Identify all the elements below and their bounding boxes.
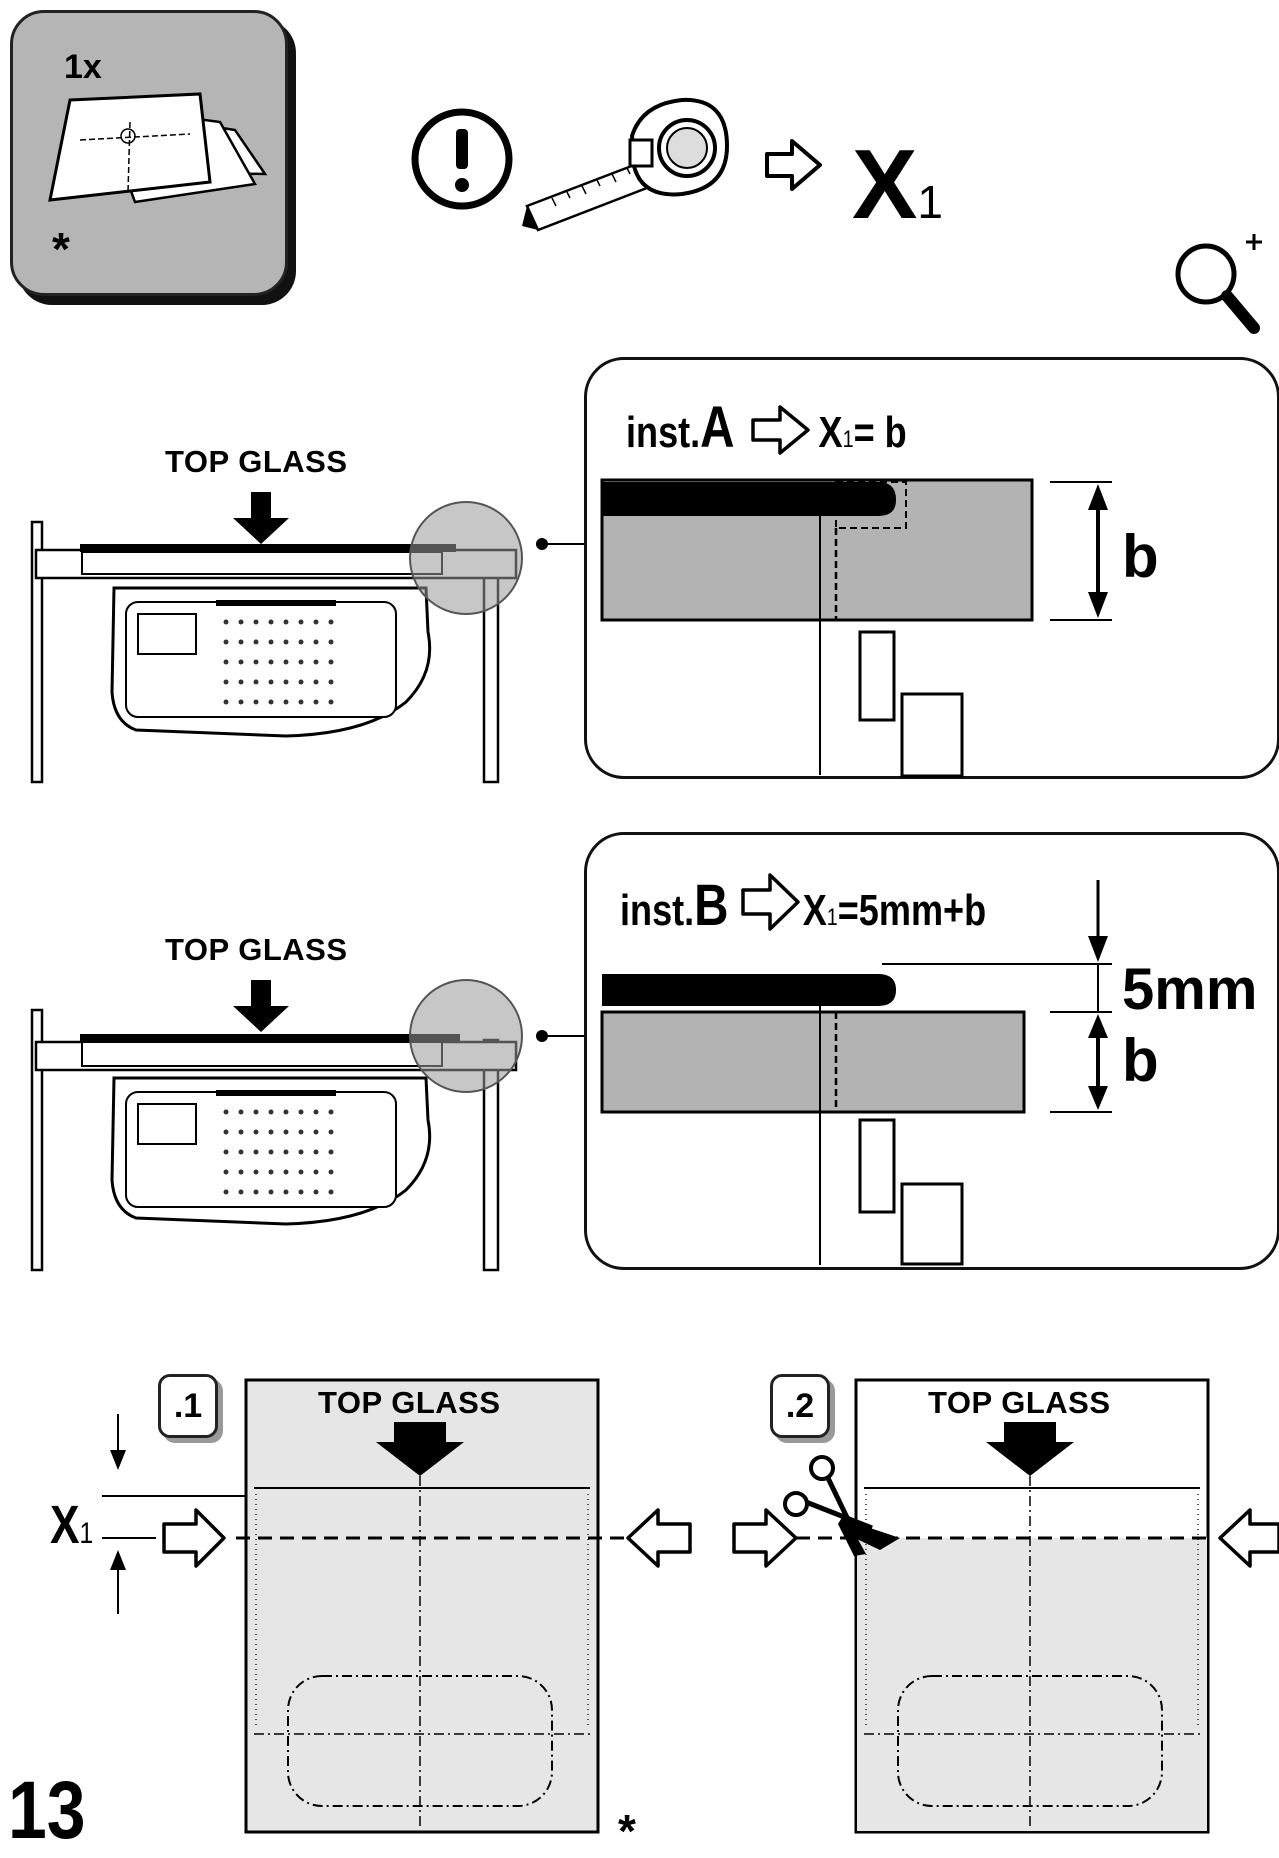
dim-5mm-label: 5mm xyxy=(1122,957,1258,1022)
footnote-asterisk: * xyxy=(618,1805,636,1857)
top-glass-label-step1: TOP GLASS xyxy=(318,1385,501,1420)
hollow-arrow-right-icon xyxy=(765,139,822,191)
kit-quantity: 1x xyxy=(64,48,102,86)
result-x1: X1 xyxy=(852,129,943,239)
formula-a: inst.A X1= b xyxy=(626,395,907,460)
magnifier-plus-icon[interactable] xyxy=(1172,228,1262,338)
hob-side-view-a xyxy=(30,492,586,784)
dim-b-label-a: b xyxy=(1122,523,1159,590)
top-glass-label-step2: TOP GLASS xyxy=(928,1385,1111,1420)
dim-b-label-b: b xyxy=(1122,1027,1159,1094)
kit-asterisk: * xyxy=(52,223,70,275)
step-badge-2: .2 xyxy=(770,1374,830,1438)
section-detail-a xyxy=(600,478,1112,778)
formula-b: inst.B X1=5mm+b xyxy=(620,873,987,938)
section-detail-b xyxy=(600,880,1112,1266)
step-badge-1: .1 xyxy=(158,1374,218,1438)
hob-side-view-b xyxy=(30,979,586,1272)
tape-measure-icon xyxy=(522,97,730,232)
cut-line-step1 xyxy=(236,1508,692,1568)
x1-dimension-arrows xyxy=(102,1414,250,1614)
exclamation-circle-icon xyxy=(411,108,513,210)
x1-measure-label: X1 xyxy=(50,1495,94,1555)
hollow-arrow-right-icon xyxy=(741,873,800,931)
paper-template-sheet-2 xyxy=(854,1378,1210,1834)
paper-template-icon xyxy=(48,92,268,204)
top-glass-label-b: TOP GLASS xyxy=(165,932,348,967)
hollow-arrow-right-icon xyxy=(751,405,810,455)
scissors-icon xyxy=(783,1455,900,1556)
page-number: 13 xyxy=(8,1765,86,1856)
paper-template-sheet-1 xyxy=(244,1378,600,1834)
top-glass-label-a: TOP GLASS xyxy=(165,444,348,479)
